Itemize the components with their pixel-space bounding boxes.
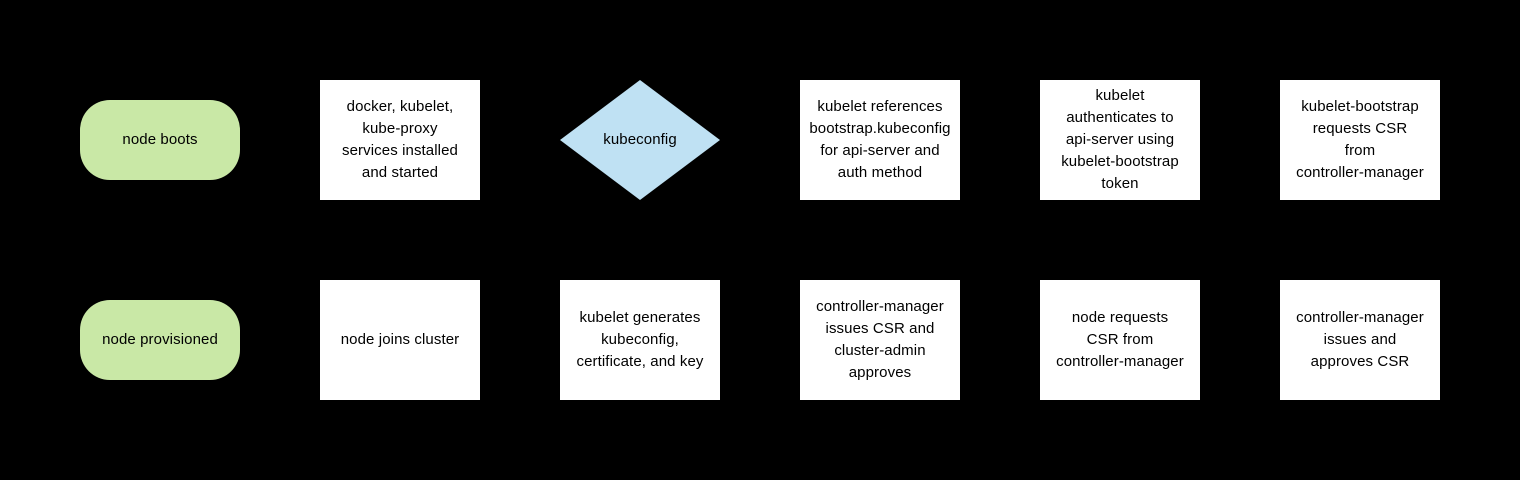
flow-node-label: node provisioned	[102, 331, 218, 348]
flow-node-label: controller-manager issues CSR and cluste…	[816, 298, 944, 381]
flow-node-kubelet-bootstrap-requests-csr[interactable]: kubelet-bootstrap requests CSR from cont…	[1280, 80, 1440, 200]
flow-node-label: controller-manager issues and approves C…	[1296, 309, 1424, 370]
flow-node-label: node boots	[122, 131, 198, 148]
flow-node-node-requests-csr[interactable]: node requests CSR from controller-manage…	[1040, 280, 1200, 400]
flow-node-label: kubelet-bootstrap requests CSR from cont…	[1296, 98, 1424, 181]
flow-node-label: kubeconfig	[603, 131, 677, 148]
flow-node-kubelet-references-bootstrap[interactable]: kubelet references bootstrap.kubeconfig …	[800, 80, 960, 200]
flow-node-services-installed[interactable]: docker, kubelet, kube-proxy services ins…	[320, 80, 480, 200]
flow-node-controller-manager-approves-csr[interactable]: controller-manager issues and approves C…	[1280, 280, 1440, 400]
flow-node-kubelet-authenticates[interactable]: kubelet authenticates to api-server usin…	[1040, 80, 1200, 200]
flow-node-node-provisioned[interactable]: node provisioned	[80, 300, 240, 380]
flow-node-label: kubelet authenticates to api-server usin…	[1061, 87, 1179, 192]
flow-node-node-boots[interactable]: node boots	[80, 100, 240, 180]
flow-node-kubelet-generates-kubeconfig[interactable]: kubelet generates kubeconfig, certificat…	[560, 280, 720, 400]
flow-node-kubeconfig-decision[interactable]: kubeconfig	[560, 80, 720, 200]
flow-node-label: docker, kubelet, kube-proxy services ins…	[341, 98, 458, 181]
flow-node-label: node joins cluster	[340, 331, 460, 348]
flow-node-label: kubelet references bootstrap.kubeconfig …	[809, 98, 951, 181]
flow-node-controller-manager-issues-csr[interactable]: controller-manager issues CSR and cluste…	[800, 280, 960, 400]
flow-node-node-joins-cluster[interactable]: node joins cluster	[320, 280, 480, 400]
flow-node-label: node requests CSR from controller-manage…	[1056, 309, 1184, 370]
flow-node-label: kubelet generates kubeconfig, certificat…	[576, 309, 704, 370]
